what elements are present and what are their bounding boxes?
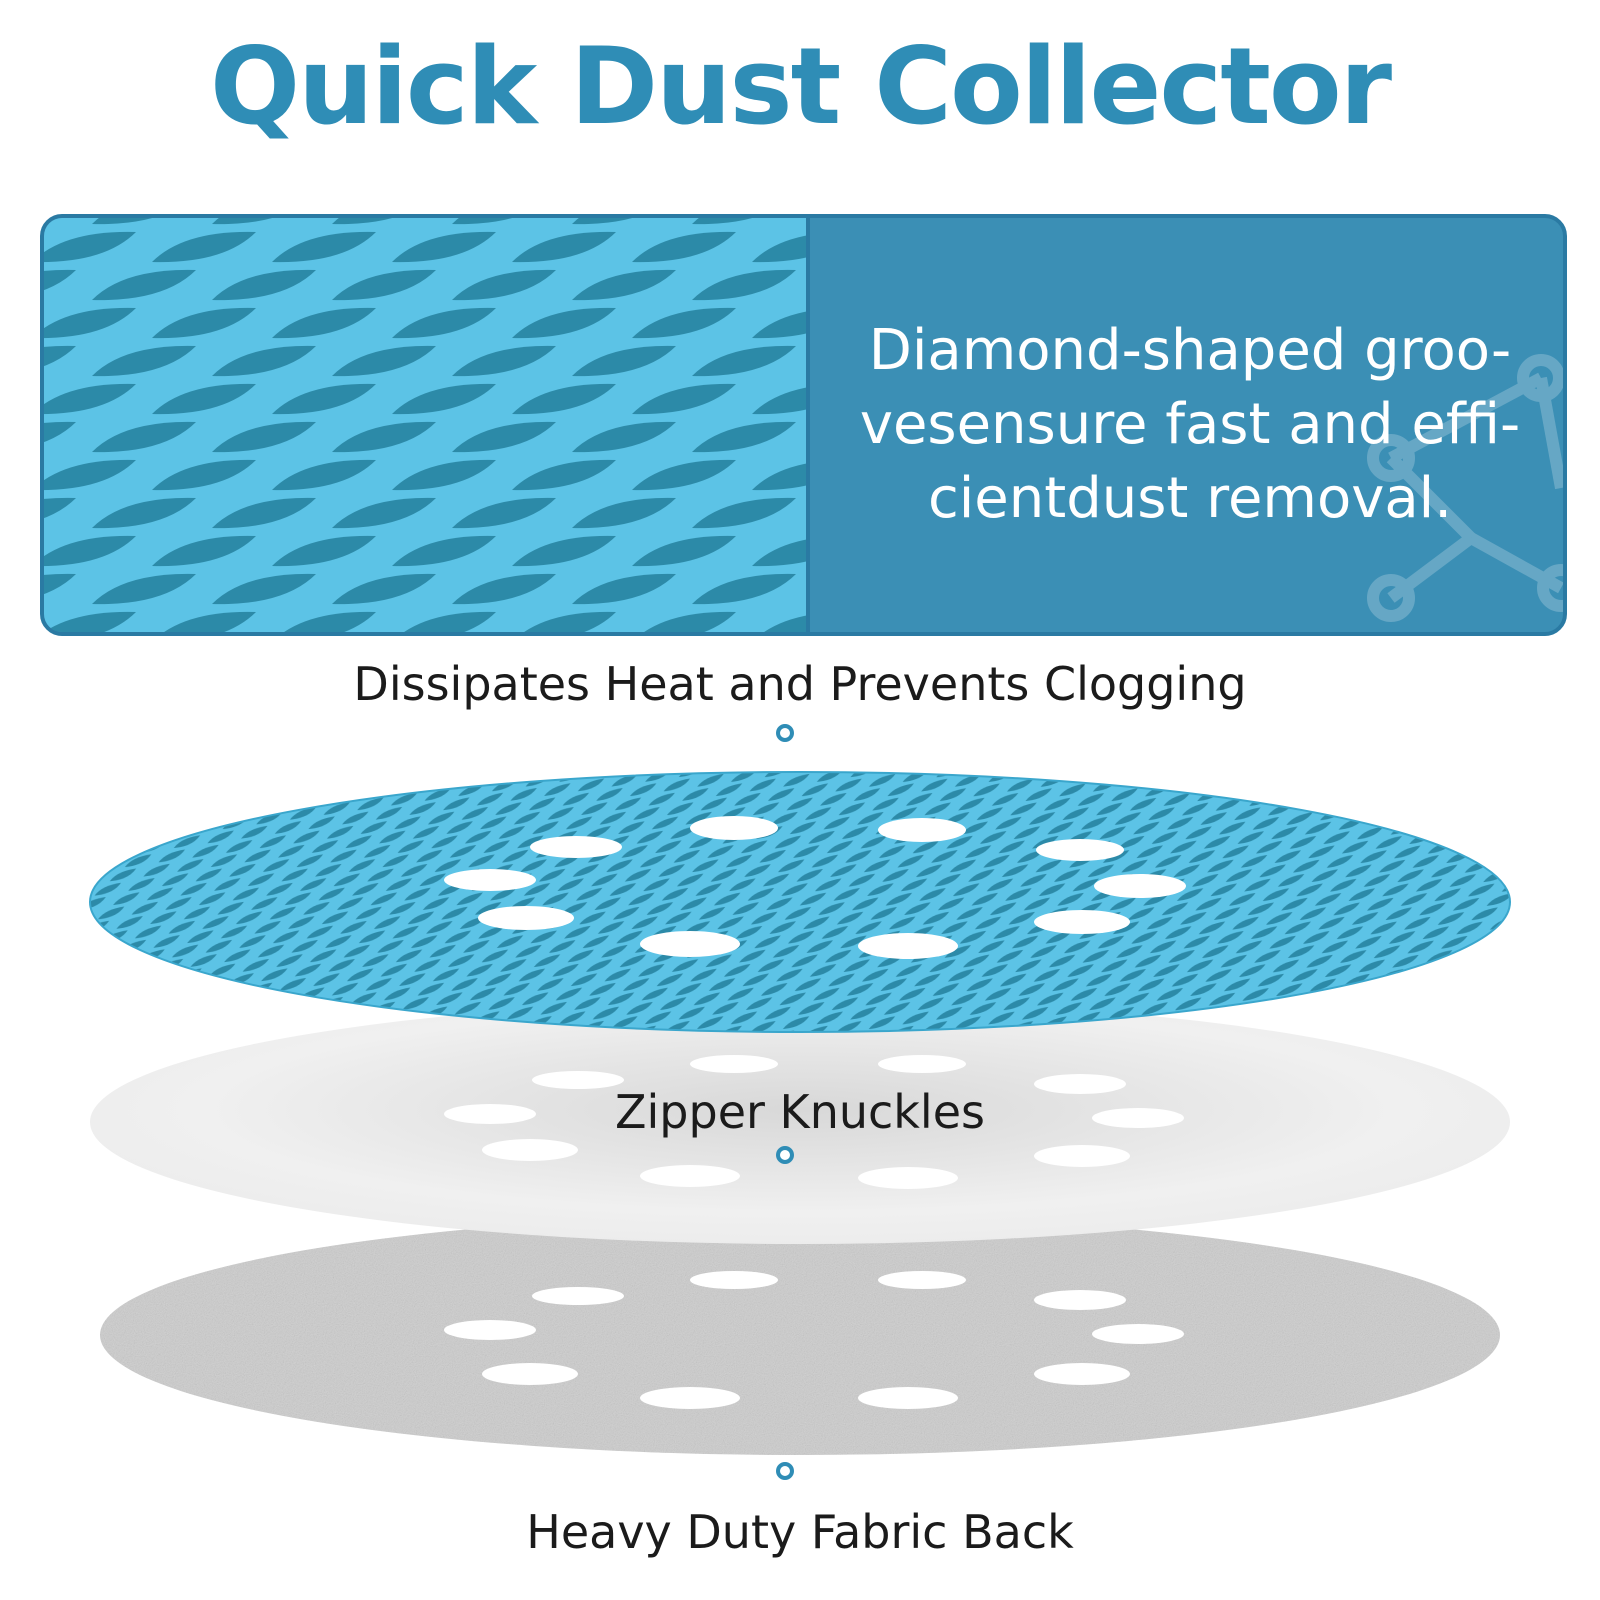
layer-label-top: Dissipates Heat and Prevents Clogging bbox=[353, 657, 1247, 711]
feature-description: Diamond-shaped groo- vesensure fast and … bbox=[859, 318, 1521, 531]
page-title: Quick Dust Collector bbox=[209, 25, 1392, 148]
layer-label-bottom: Heavy Duty Fabric Back bbox=[526, 1505, 1074, 1559]
feature-banner: Diamond-shaped groo- vesensure fast and … bbox=[40, 214, 1567, 636]
fabric-back-disc bbox=[100, 1215, 1500, 1455]
layer-label-middle: Zipper Knuckles bbox=[615, 1085, 985, 1139]
layer-marker-dot bbox=[776, 1146, 794, 1164]
diamond-mesh-disc bbox=[89, 771, 1511, 1033]
layer-marker-dot bbox=[776, 724, 794, 742]
mesh-texture-image bbox=[44, 218, 810, 632]
layer-marker-dot bbox=[776, 1462, 794, 1480]
molecule-watermark-icon bbox=[1367, 354, 1563, 622]
banner-text-panel: Diamond-shaped groo- vesensure fast and … bbox=[810, 218, 1563, 632]
